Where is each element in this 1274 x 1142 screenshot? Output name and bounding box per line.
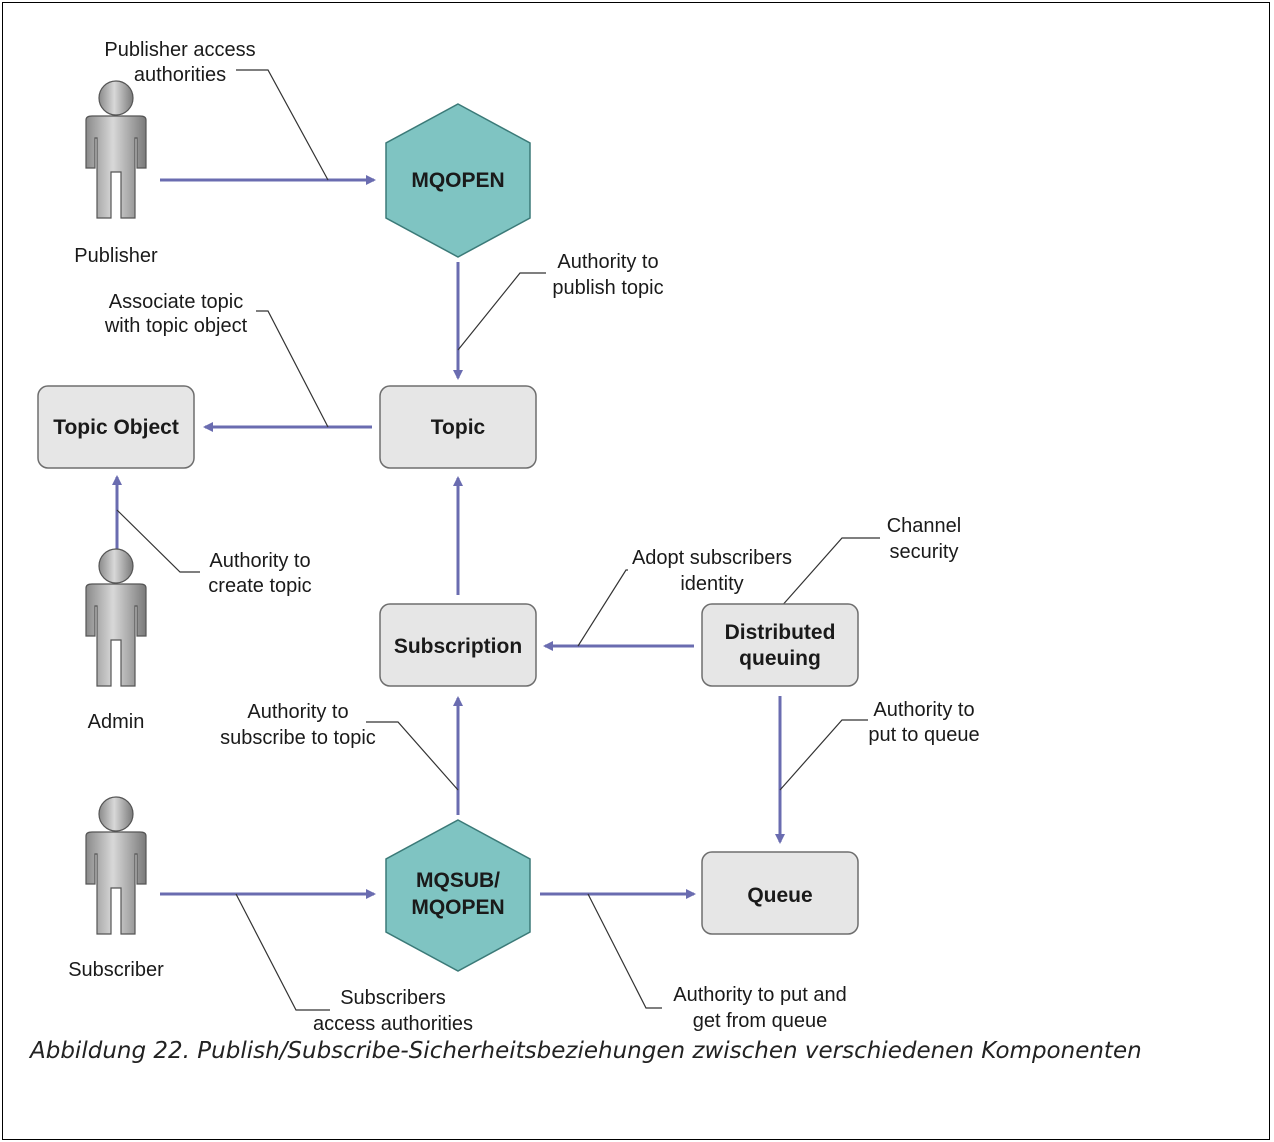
figure-caption: Abbildung 22. Publish/Subscribe-Sicherhe… — [30, 1038, 1142, 1064]
queue-label: Queue — [747, 884, 812, 907]
annotation-authority-publish: Authority to publish topic — [552, 251, 663, 299]
annotation-line: Channel — [887, 515, 962, 537]
leader-authority-create — [116, 509, 200, 573]
mqsub-label: MQSUB/ — [416, 869, 500, 892]
distributed-queuing-node: Distributed queuing — [701, 603, 859, 687]
subscriber-actor: Subscriber — [68, 796, 164, 981]
publisher-label: Publisher — [74, 245, 158, 267]
leader-authority-subscribe — [366, 721, 459, 791]
annotation-publisher-access: Publisher access authorities — [104, 39, 255, 86]
leader-authority-put-queue — [779, 719, 868, 791]
annotation-line: Authority to — [557, 251, 658, 273]
annotation-line: Subscribers — [340, 987, 446, 1009]
admin-label: Admin — [88, 711, 145, 733]
topic-node: Topic — [379, 385, 537, 469]
annotation-line: Publisher access — [104, 39, 255, 61]
subscription-node: Subscription — [379, 603, 537, 687]
annotation-associate-topic: Associate topic with topic object — [104, 291, 248, 337]
subscription-label: Subscription — [394, 635, 522, 658]
publisher-person-icon — [85, 80, 147, 219]
distributed-label: Distributed — [725, 621, 836, 644]
annotation-line: Adopt subscribers — [632, 547, 792, 569]
subscriber-person-icon — [85, 796, 147, 935]
annotation-line: put to queue — [868, 724, 979, 746]
annotation-authority-subscribe: Authority to subscribe to topic — [220, 701, 376, 749]
mqopen-node: MQOPEN — [385, 103, 531, 258]
annotation-adopt-identity: Adopt subscribers identity — [632, 547, 792, 595]
annotation-line: with topic object — [104, 315, 248, 337]
publisher-actor: Publisher — [74, 80, 158, 267]
annotation-line: authorities — [134, 64, 226, 86]
annotation-line: access authorities — [313, 1013, 473, 1035]
leader-authority-put-get — [587, 893, 662, 1009]
annotation-line: Associate topic — [109, 291, 244, 313]
queue-node: Queue — [701, 851, 859, 935]
leader-authority-publish — [457, 272, 546, 351]
leader-publisher-access — [236, 69, 329, 181]
annotation-authority-put-get: Authority to put and get from queue — [673, 984, 846, 1032]
annotation-line: get from queue — [693, 1010, 828, 1032]
leader-channel-security — [779, 537, 880, 609]
topic-object-node: Topic Object — [37, 385, 195, 469]
admin-person-icon — [85, 548, 147, 687]
annotation-line: Authority to — [209, 550, 310, 572]
leader-adopt-identity — [577, 569, 628, 647]
annotation-line: Authority to — [873, 699, 974, 721]
annotation-line: create topic — [208, 575, 311, 597]
leader-associate-topic — [256, 310, 329, 428]
queuing-label: queuing — [739, 647, 821, 670]
mqsub-mqopen-node: MQSUB/ MQOPEN — [385, 819, 531, 972]
mqopen-label: MQOPEN — [411, 169, 504, 192]
subscriber-label: Subscriber — [68, 959, 164, 981]
topic-label: Topic — [431, 416, 486, 439]
admin-actor: Admin — [85, 548, 147, 733]
leader-subscribers-access — [235, 893, 330, 1011]
annotation-line: security — [890, 541, 959, 563]
annotation-channel-security: Channel security — [887, 515, 962, 563]
annotation-authority-create: Authority to create topic — [208, 550, 311, 597]
annotation-line: Authority to put and — [673, 984, 846, 1006]
annotation-subscribers-access: Subscribers access authorities — [313, 987, 473, 1035]
mqopen-label-2: MQOPEN — [411, 896, 504, 919]
topic-object-label: Topic Object — [53, 416, 179, 439]
annotation-line: subscribe to topic — [220, 727, 376, 749]
annotation-line: publish topic — [552, 277, 663, 299]
annotation-authority-put-queue: Authority to put to queue — [868, 699, 979, 746]
annotation-line: identity — [680, 573, 743, 595]
annotation-line: Authority to — [247, 701, 348, 723]
